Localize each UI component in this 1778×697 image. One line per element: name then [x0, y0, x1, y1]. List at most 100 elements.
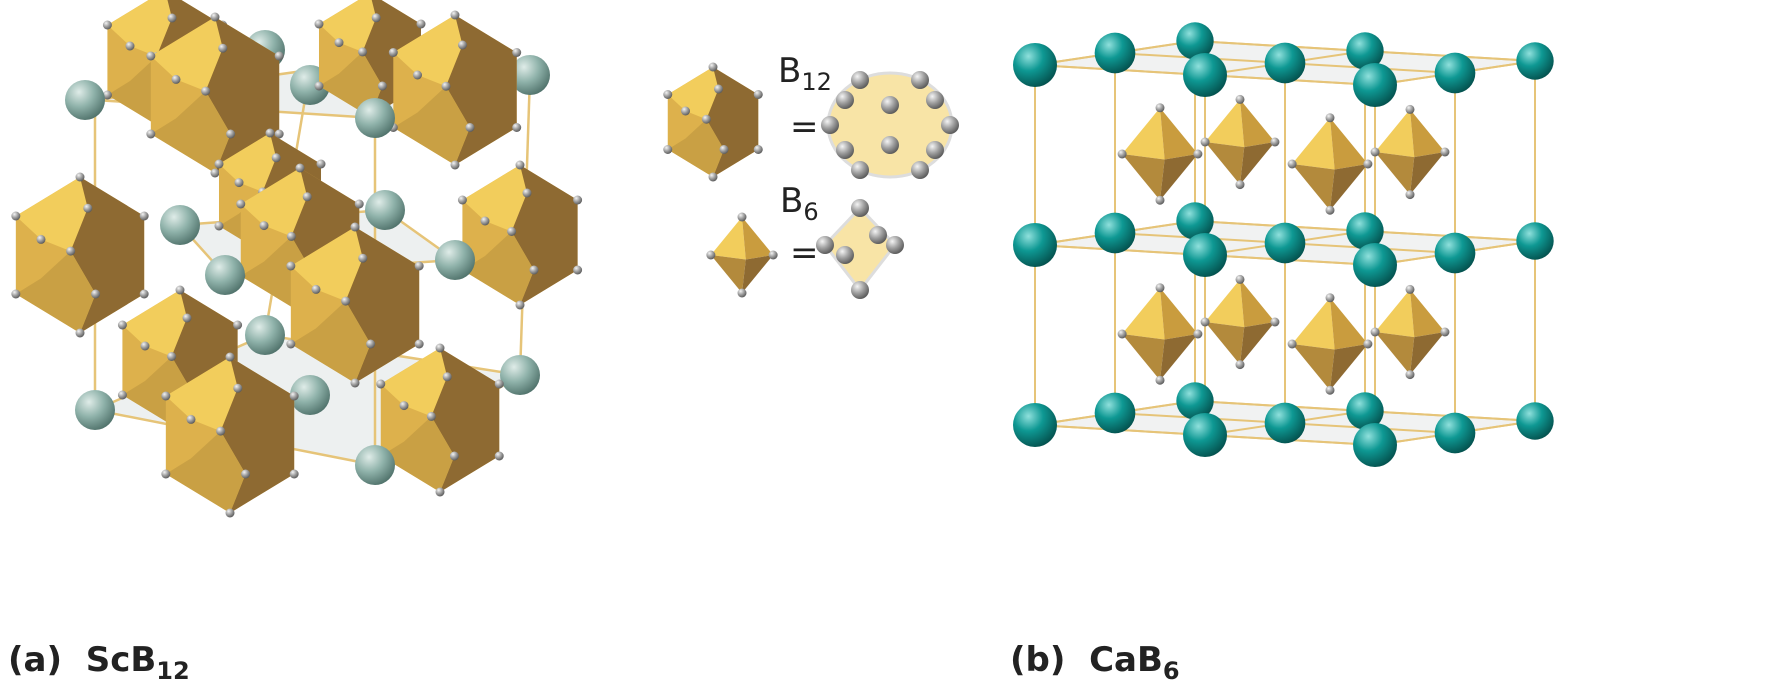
sc-atom	[355, 98, 395, 138]
boron-vertex	[663, 145, 673, 154]
boron-vertex	[140, 341, 150, 351]
boron-vertex	[435, 343, 445, 353]
boron-vertex	[125, 41, 135, 51]
b6-octahedron	[1287, 113, 1373, 215]
ca-atom	[1094, 212, 1136, 254]
ca-atom	[1353, 63, 1397, 107]
octahedron-face	[1410, 289, 1445, 338]
octahedron-face	[1330, 297, 1368, 350]
boron-atom	[926, 91, 944, 109]
octahedron-face	[1292, 164, 1335, 211]
boron-vertex	[117, 390, 127, 400]
cuboctahedron-front-face	[290, 301, 371, 383]
boron-vertex	[719, 145, 729, 154]
ca-atom	[1013, 43, 1057, 87]
boron-vertex	[388, 48, 398, 57]
octahedron-face	[1375, 332, 1415, 375]
b12-cuboctahedron	[146, 12, 284, 178]
octahedron-face	[1375, 289, 1415, 338]
b6-octahedron	[1200, 274, 1280, 370]
boron-vertex	[515, 300, 525, 310]
boron-vertex	[210, 168, 220, 178]
boron-vertex	[1440, 147, 1450, 157]
boron-vertex	[706, 250, 716, 260]
boron-vertex	[295, 163, 305, 173]
cuboctahedron-top-face	[107, 0, 172, 57]
ca-atom	[1434, 412, 1476, 454]
boron-vertex	[314, 19, 324, 29]
octahedron-face	[1292, 117, 1335, 170]
octahedron-face	[710, 255, 746, 293]
cuboctahedron-side-face	[345, 227, 420, 383]
boron-vertex	[1270, 137, 1280, 147]
panel-b-letter: (b)	[1010, 640, 1066, 680]
boron-vertex	[376, 379, 386, 389]
boron-vertex	[289, 469, 299, 479]
ca-atom	[1183, 53, 1227, 97]
octahedron-face	[1410, 152, 1445, 195]
boron-vertex	[225, 352, 235, 362]
boron-vertex	[768, 250, 778, 260]
boron-atom	[836, 246, 854, 264]
boron-atom	[821, 116, 839, 134]
boron-vertex	[1155, 375, 1165, 385]
cuboctahedron-front-face	[15, 251, 96, 333]
b6-octahedron	[1200, 94, 1280, 190]
b6-octahedron	[1370, 284, 1450, 380]
boron-vertex	[1235, 360, 1245, 370]
boron-vertex	[1405, 370, 1415, 380]
boron-vertex	[225, 508, 235, 518]
boron-vertex	[241, 469, 251, 479]
boron-vertex	[354, 199, 364, 209]
b12-cuboctahedron	[376, 343, 504, 497]
b6-octahedron	[1117, 103, 1203, 205]
boron-vertex	[1200, 137, 1210, 147]
b12-cage	[826, 71, 954, 179]
boron-atom	[836, 141, 854, 159]
boron-atom	[851, 161, 869, 179]
boron-vertex	[11, 211, 21, 221]
ca-atom	[1094, 392, 1136, 434]
boron-atom	[851, 71, 869, 89]
b6-base: B	[780, 181, 804, 221]
boron-atom	[941, 116, 959, 134]
boron-vertex	[1363, 159, 1373, 169]
octahedron-face	[1330, 344, 1368, 391]
ca-atom	[1516, 222, 1554, 260]
boron-vertex	[286, 261, 296, 271]
ca-atom	[1176, 382, 1214, 420]
ca-atom	[1264, 402, 1306, 444]
boron-atom	[869, 226, 887, 244]
ca-atom	[1264, 222, 1306, 264]
panel-b-formula: CaB	[1089, 640, 1163, 680]
cuboctahedron-side-face	[706, 67, 759, 177]
octahedron-face	[1160, 287, 1198, 340]
boron-vertex	[274, 51, 284, 61]
cuboctahedron-top-face	[150, 17, 223, 92]
boron-vertex	[465, 123, 475, 132]
boron-vertex	[91, 289, 101, 299]
boron-vertex	[161, 469, 171, 479]
octahedron-face	[1122, 154, 1165, 201]
octahedron-face	[1375, 109, 1415, 158]
cuboctahedron-top-face	[165, 357, 238, 432]
octahedron-face	[1240, 279, 1275, 328]
boron-atom	[851, 199, 869, 217]
boron-vertex	[377, 81, 387, 91]
b12-cuboctahedron	[457, 160, 583, 310]
octahedron-face	[1122, 287, 1165, 340]
octahedron-face	[1410, 109, 1445, 158]
boron-vertex	[507, 227, 517, 236]
cuboctahedron-side-face	[220, 357, 295, 513]
b12-ball-and-stick	[821, 71, 959, 179]
sc-atom	[500, 355, 540, 395]
boron-vertex	[1270, 317, 1280, 327]
boron-vertex	[494, 451, 504, 461]
boron-vertex	[414, 339, 424, 349]
boron-vertex	[753, 90, 763, 99]
boron-vertex	[371, 13, 381, 23]
boron-vertex	[458, 40, 467, 50]
cuboctahedron-side-face	[511, 165, 578, 305]
boron-vertex	[708, 172, 718, 182]
cuboctahedron-top-face	[380, 348, 448, 417]
